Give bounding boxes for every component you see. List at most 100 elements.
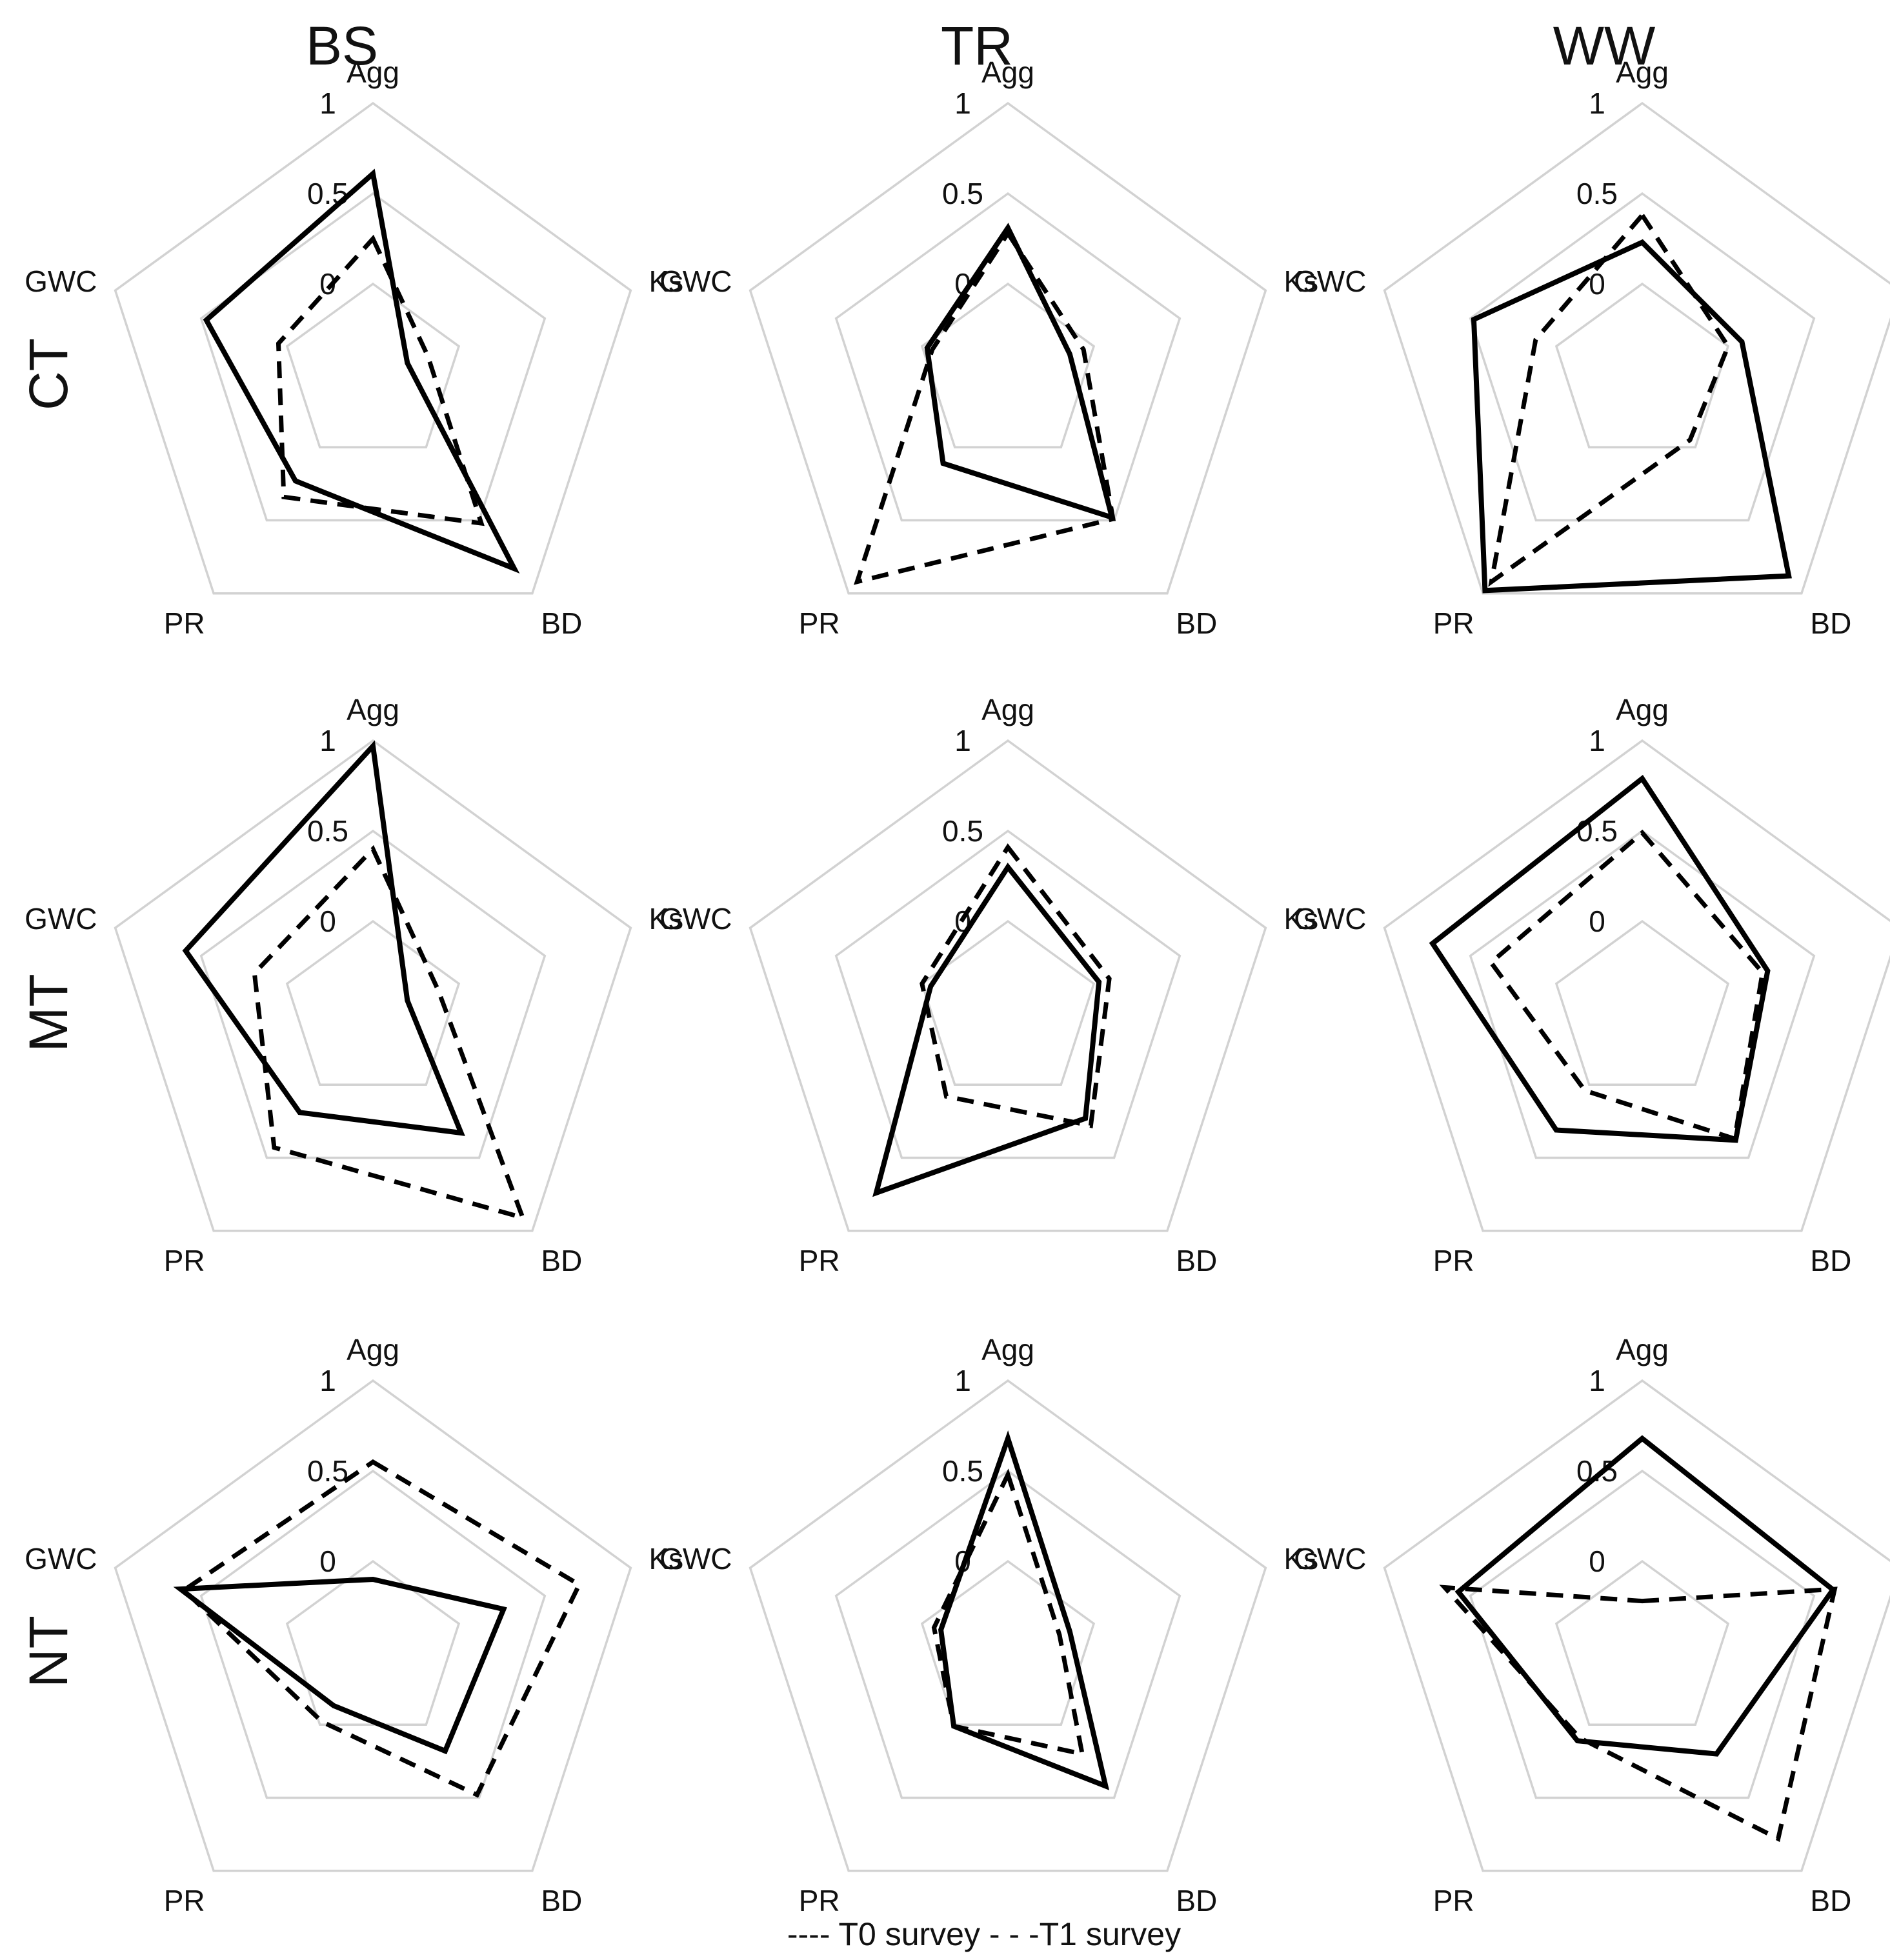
axis-label-bd: BD [1176, 606, 1217, 640]
axis-label-bd: BD [1810, 606, 1851, 640]
tick-label-0: 0 [319, 1545, 336, 1578]
grid-ring-1 [1383, 101, 1890, 595]
column-header-bs: BS [306, 15, 378, 76]
grid-ring-1 [114, 1379, 632, 1872]
axis-label-agg: Agg [347, 1333, 399, 1366]
axis-label-pr: PR [1433, 606, 1474, 640]
grid-ring-0 [285, 919, 461, 1086]
axis-label-bd: BD [1810, 1244, 1851, 1277]
tick-label-0: 0 [1589, 905, 1605, 938]
tick-label-1: 1 [319, 86, 336, 120]
axis-label-agg: Agg [1616, 55, 1669, 89]
tick-label-1: 1 [954, 86, 971, 120]
axis-label-agg: Agg [1616, 693, 1669, 726]
axis-label-pr: PR [799, 1884, 840, 1917]
grid-ring-1 [749, 739, 1267, 1232]
grid-ring-0 [1554, 919, 1730, 1086]
axis-label-agg: Agg [347, 55, 399, 89]
grid-ring-0 [1554, 1559, 1730, 1726]
tick-label-0: 0 [1589, 1545, 1605, 1578]
tick-label-1: 1 [954, 724, 971, 757]
radar-panels: AggKsBDPRGWC10.50AggKsBDPRGWC10.50AggKsB… [25, 55, 1890, 1917]
axis-label-ks: Ks [649, 265, 684, 298]
grid-ring-1 [114, 739, 632, 1232]
axis-label-bd: BD [1810, 1884, 1851, 1917]
column-headers: BS TR WW [306, 15, 1655, 76]
axis-label-ks: Ks [1284, 265, 1319, 298]
row-header-ct: CT [18, 338, 79, 410]
axis-label-pr: PR [799, 606, 840, 640]
axis-label-pr: PR [164, 1884, 205, 1917]
axis-label-bd: BD [1176, 1244, 1217, 1277]
series-t0-mt-bs [182, 740, 465, 1136]
series-t1-mt-tr [920, 843, 1112, 1128]
grid-ring-1 [749, 101, 1267, 595]
axis-label-bd: BD [1176, 1884, 1217, 1917]
grid-ring-0-5 [834, 192, 1181, 522]
axis-label-agg: Agg [347, 693, 399, 726]
axis-label-agg: Agg [981, 55, 1034, 89]
tick-label-0-5: 0.5 [307, 814, 348, 848]
series-t1-ct-tr [854, 229, 1116, 585]
series-t0-nt-ww [1454, 1435, 1837, 1757]
tick-label-0-5: 0.5 [1576, 814, 1618, 848]
tick-label-0-5: 0.5 [307, 177, 348, 210]
grid-ring-0-5 [199, 829, 547, 1159]
axis-label-gwc: GWC [1294, 265, 1366, 298]
axis-label-bd: BD [541, 606, 582, 640]
series-t1-ct-ww [1488, 211, 1731, 587]
grid-ring-0-5 [834, 1469, 1181, 1799]
tick-label-1: 1 [319, 724, 336, 757]
column-header-tr: TR [941, 15, 1013, 76]
grid-ring-0 [920, 282, 1096, 449]
grid-ring-0-5 [1469, 1469, 1816, 1799]
grid-ring-0 [285, 282, 461, 449]
tick-label-1: 1 [1589, 1364, 1605, 1397]
axis-label-bd: BD [541, 1884, 582, 1917]
grid-ring-0-5 [1469, 192, 1816, 522]
grid-ring-0-5 [1469, 829, 1816, 1159]
grid-ring-1 [749, 1379, 1267, 1872]
tick-label-1: 1 [319, 1364, 336, 1397]
series-t0-mt-tr [872, 863, 1102, 1197]
axis-label-gwc: GWC [659, 265, 732, 298]
series-t1-ct-bs [276, 234, 485, 526]
axis-label-pr: PR [1433, 1884, 1474, 1917]
series-t0-ct-bs [203, 168, 520, 574]
axis-label-gwc: GWC [25, 902, 97, 935]
tick-label-0-5: 0.5 [942, 814, 983, 848]
grid-ring-1 [1383, 739, 1890, 1232]
row-header-nt: NT [18, 1615, 79, 1688]
grid-ring-0 [920, 1559, 1096, 1726]
axis-label-agg: Agg [981, 1333, 1034, 1366]
series-t0-nt-tr [938, 1430, 1110, 1790]
axis-label-agg: Agg [1616, 1333, 1669, 1366]
axis-label-gwc: GWC [659, 902, 732, 935]
legend-label: ---- T0 survey - - -T1 survey [787, 1916, 1181, 1952]
axis-label-ks: Ks [649, 1542, 684, 1575]
series-t1-nt-tr [931, 1468, 1085, 1757]
row-headers: CT MT NT [18, 338, 79, 1688]
grid-ring-0 [285, 1559, 461, 1726]
axis-label-gwc: GWC [1294, 1542, 1366, 1575]
tick-label-0-5: 0.5 [1576, 1454, 1618, 1488]
series-t0-ct-ww [1471, 239, 1792, 594]
series-t0-nt-bs [173, 1576, 507, 1755]
tick-label-1: 1 [1589, 86, 1605, 120]
axis-label-agg: Agg [981, 693, 1034, 726]
legend: ---- T0 survey - - -T1 survey [787, 1916, 1181, 1952]
grid-ring-1 [114, 101, 632, 595]
axis-label-pr: PR [799, 1244, 840, 1277]
grid-ring-0-5 [199, 1469, 547, 1799]
tick-label-1: 1 [1589, 724, 1605, 757]
series-t0-mt-ww [1429, 774, 1771, 1143]
tick-label-0-5: 0.5 [942, 177, 983, 210]
grid-ring-1 [1383, 1379, 1890, 1872]
